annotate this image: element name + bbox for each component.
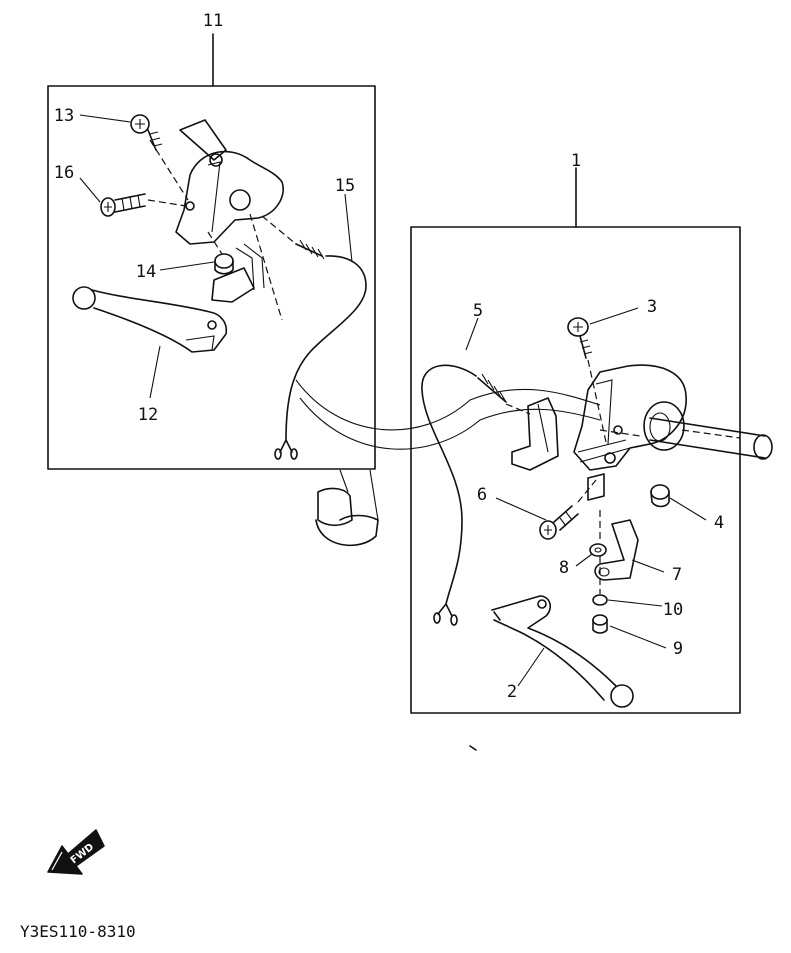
callout-1: 1 [571, 151, 581, 171]
dash-holder-down [249, 213, 283, 321]
right-assembly-frame [410, 226, 741, 714]
callout-12: 12 [138, 405, 158, 425]
forward-arrow-icon: FWD [47, 829, 105, 875]
dash-switch-to-cable [261, 215, 297, 245]
dash-holder-to-14 [207, 231, 223, 255]
part-9-nut [592, 614, 608, 634]
dash-cable-to-bracket [505, 403, 531, 415]
dash-holder-cap [599, 429, 641, 437]
callout-8: 8 [559, 558, 569, 578]
stray-mark [469, 745, 477, 751]
callout-14: 14 [136, 262, 156, 282]
callout-11: 11 [203, 11, 223, 31]
callout-2: 2 [507, 682, 517, 702]
callout-leaders [79, 114, 707, 687]
callout-4: 4 [714, 513, 724, 533]
callout-10: 10 [663, 600, 683, 620]
part-3-screw [567, 317, 593, 359]
part-8-collar [589, 543, 607, 557]
part-5-switch-cable [421, 364, 507, 626]
part-16-screw [100, 193, 146, 217]
dash-6-to-holder [577, 479, 597, 503]
part-6-screw [539, 505, 579, 540]
callout-6: 6 [477, 485, 487, 505]
part-2-lever [491, 595, 634, 708]
callout-7: 7 [672, 565, 682, 585]
callout-9: 9 [673, 639, 683, 659]
callout-13: 13 [54, 106, 74, 126]
part-15-switch-cable [274, 239, 367, 460]
callout-5: 5 [473, 301, 483, 321]
dash-13-to-holder [149, 139, 189, 201]
part-12-lever [72, 286, 228, 353]
handlebar [295, 379, 773, 547]
left-lever-holder-assembly [175, 119, 284, 303]
part-14-nut [214, 253, 234, 275]
right-master-cylinder-assembly [573, 364, 687, 501]
callout-3: 3 [647, 297, 657, 317]
dash-3-to-holder [587, 359, 607, 443]
part-13-screw [130, 114, 163, 151]
left-assembly-frame [47, 85, 376, 470]
part-7-plate [594, 519, 639, 581]
part-4-cap [650, 484, 670, 508]
dash-holder-to-bar [681, 429, 741, 439]
switch-bracket [511, 397, 559, 471]
callout-16: 16 [54, 163, 74, 183]
drawing-code: Y3ES110-8310 [20, 922, 136, 941]
callout-15: 15 [335, 176, 355, 196]
part-10-washer [592, 594, 608, 606]
dash-16-to-holder [147, 199, 187, 207]
